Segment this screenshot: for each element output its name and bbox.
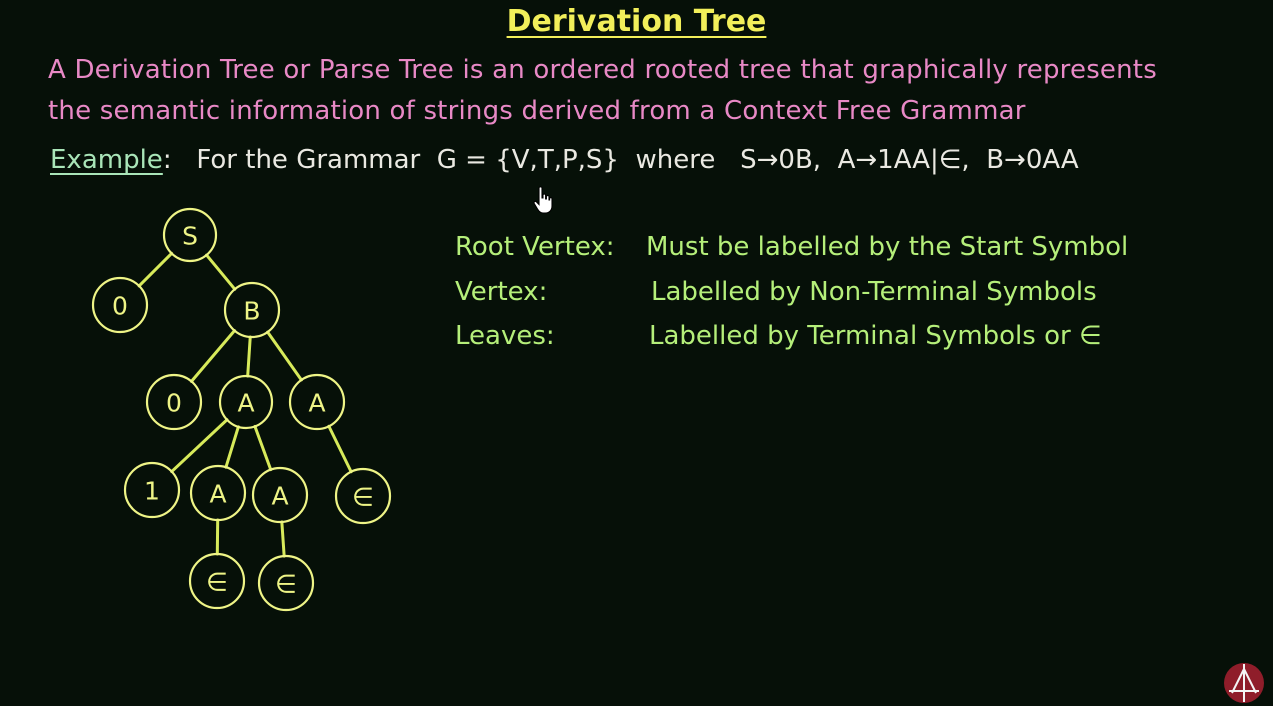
tree-edge [327,424,353,474]
tree-node: ∈ [188,552,246,610]
tree-node-label: ∈ [275,570,297,599]
tree-edge [266,330,303,382]
tree-edge [137,251,174,288]
tree-node-circle [189,464,247,522]
tree-node: 1 [123,461,181,519]
rule-definition: Must be labelled by the Start Symbol [646,232,1129,262]
tree-edge [246,335,252,378]
tree-node-circle [334,467,392,525]
tree-node: S [162,207,218,263]
tree-edge [170,418,229,474]
tree-node-circle [145,373,203,431]
tree-node-label: B [243,297,260,326]
example-label: Example [50,145,163,175]
tree-node: ∈ [257,554,315,612]
tree-node-circle [188,552,246,610]
tree-edge [253,424,273,472]
rule-term: Leaves: [455,321,555,351]
tree-node-circle [251,466,309,524]
tree-node-circle [123,461,181,519]
grammar-text: : For the Grammar G = {V,T,P,S} where S→… [162,145,1079,175]
example-line: Example: For the Grammar G = {V,T,P,S} w… [50,145,1230,175]
rule-definition: Labelled by Non-Terminal Symbols [651,276,1097,307]
tree-edge [280,520,286,558]
tree-node-circle [91,276,149,334]
tree-edge [224,425,240,469]
tree-edges [137,251,353,558]
tree-node-circle [288,373,346,431]
tree-node: A [288,373,346,431]
tree-node-label: 0 [112,292,128,321]
tree-node: A [189,464,247,522]
tree-node: B [223,281,281,339]
channel-logo-icon [1224,663,1264,703]
tree-node-label: ∈ [352,483,374,512]
tree-node-label: A [308,389,325,418]
definition-line-2: the semantic information of strings deri… [48,96,1026,126]
rule-definition: Labelled by Terminal Symbols or ∈ [649,321,1102,351]
tree-node-label: 1 [144,477,160,506]
tree-node-circle [257,554,315,612]
tree-node: 0 [91,276,149,334]
tree-edge [205,253,237,291]
tree-node-label: A [271,482,288,511]
tree-node-label: A [209,480,226,509]
tree-node-label: ∈ [206,568,228,597]
tree-node-circle [162,207,218,263]
tree-node: A [218,374,274,430]
tree-node-circle [223,281,281,339]
hand-pointer-icon [533,186,553,214]
rule-term: Vertex: [455,276,548,307]
tree-node-label: S [182,222,198,251]
tree-node-label: 0 [166,389,182,418]
tree-node: 0 [145,373,203,431]
tree-node: A [251,466,309,524]
tree-node-circle [218,374,274,430]
tree-node-label: A [237,389,254,418]
rule-term: Root Vertex: [455,232,615,262]
tree-edge [189,329,237,383]
definition-line-1: A Derivation Tree or Parse Tree is an or… [48,55,1157,85]
tree-node: ∈ [334,467,392,525]
page-title: Derivation Tree [506,4,767,39]
definition-text: A Derivation Tree or Parse Tree is an or… [48,50,1248,132]
